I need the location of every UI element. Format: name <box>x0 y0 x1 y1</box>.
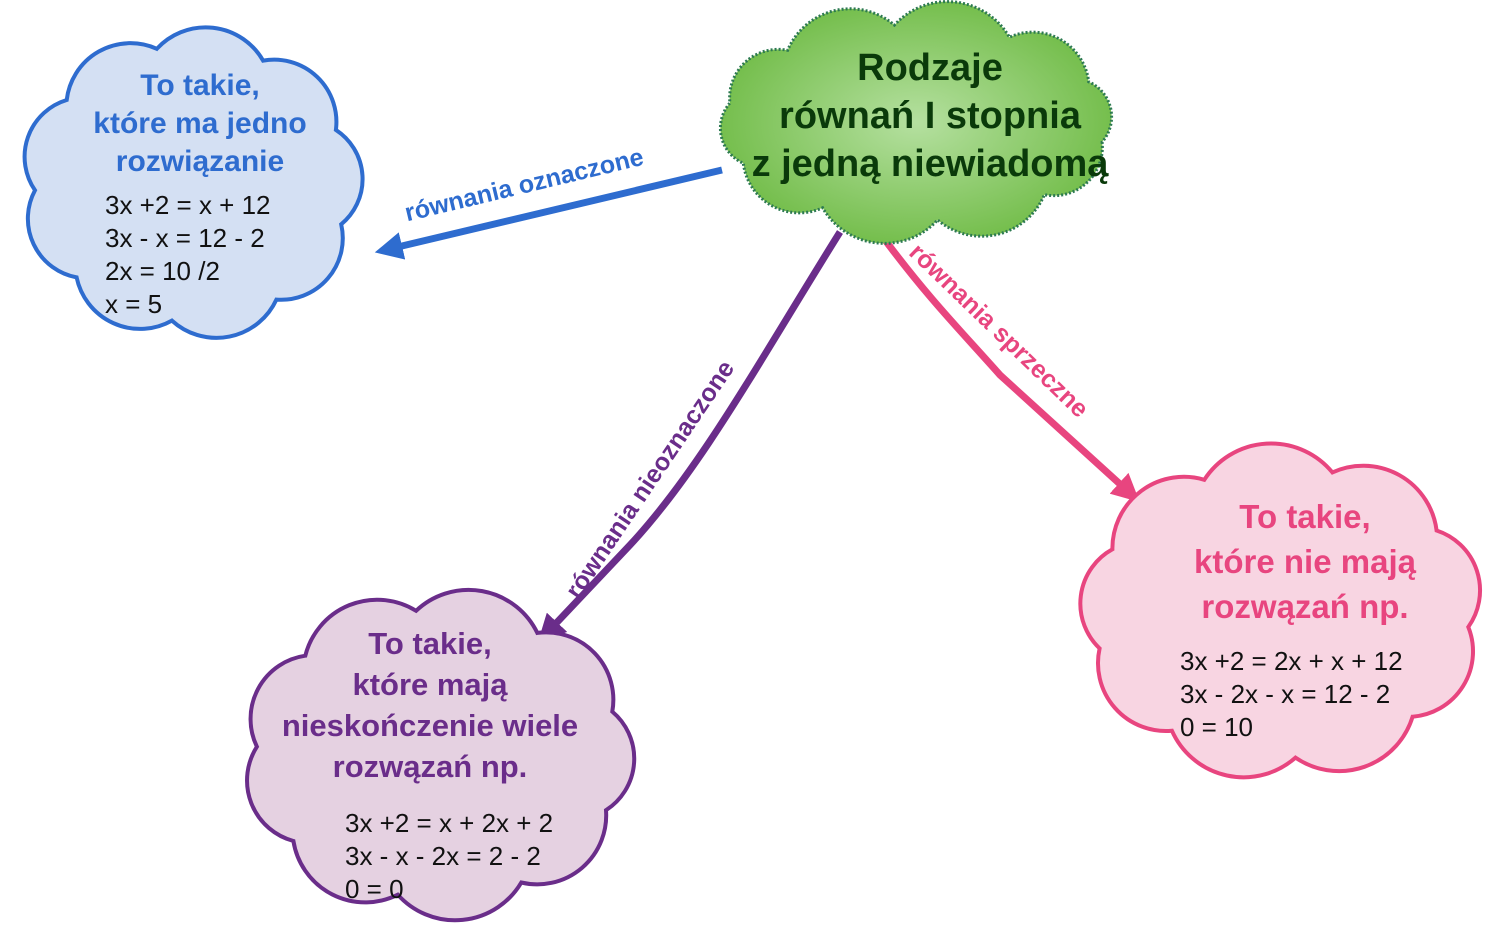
equation-line: 0 = 0 <box>345 874 404 904</box>
nieoznaczone-example: 3x +2 = x + 2x + 2 3x - x - 2x = 2 - 2 0… <box>345 807 553 906</box>
equation-line: 2x = 10 /2 <box>105 256 220 286</box>
sprzeczne-title: To takie, które nie mają rozwązań np. <box>1130 494 1480 629</box>
equation-line: 3x - 2x - x = 12 - 2 <box>1180 679 1391 709</box>
title-line: To takie, <box>368 626 492 661</box>
equation-line: 3x +2 = 2x + x + 12 <box>1180 646 1403 676</box>
title-line: rozwiązanie <box>115 145 285 178</box>
equation-line: 0 = 10 <box>1180 712 1254 742</box>
arrow-nieoznaczone <box>537 230 843 643</box>
cloud-center <box>718 0 1114 245</box>
center-title: Rodzaje równań I stopnia z jedną niewiad… <box>720 44 1140 188</box>
nieoznaczone-title: To takie, które mają nieskończenie wiele… <box>240 623 620 787</box>
cloud-sprzeczne <box>1078 441 1483 780</box>
title-line: rozwązań np. <box>1201 588 1409 625</box>
title-line: które nie mają <box>1194 543 1416 580</box>
sprzeczne-example: 3x +2 = 2x + x + 12 3x - 2x - x = 12 - 2… <box>1180 645 1403 744</box>
arrow-sprzeczne <box>882 237 1140 503</box>
title-line: które ma jedno <box>93 107 307 140</box>
center-line: równań I stopnia <box>779 95 1081 137</box>
equation-line: 3x +2 = x + 2x + 2 <box>345 808 554 838</box>
equation-line: 3x - x = 12 - 2 <box>105 223 265 253</box>
center-line: z jedną niewiadomą <box>751 143 1109 185</box>
equation-line: 3x +2 = x + 12 <box>105 190 271 220</box>
arrow-oznaczone <box>374 166 723 260</box>
title-line: To takie, <box>1239 498 1371 535</box>
center-line: Rodzaje <box>857 47 1003 89</box>
oznaczone-example: 3x +2 = x + 12 3x - x = 12 - 2 2x = 10 /… <box>105 189 271 321</box>
equation-line: 3x - x - 2x = 2 - 2 <box>345 841 541 871</box>
title-line: które mają <box>352 667 508 702</box>
title-line: rozwązań np. <box>332 749 528 784</box>
cloud-oznaczone <box>22 25 365 340</box>
oznaczone-title: To takie, które ma jedno rozwiązanie <box>60 67 340 181</box>
title-line: nieskończenie wiele <box>281 708 579 743</box>
title-line: To takie, <box>140 69 260 102</box>
cloud-nieoznaczone <box>245 587 637 923</box>
equation-line: x = 5 <box>105 289 163 319</box>
